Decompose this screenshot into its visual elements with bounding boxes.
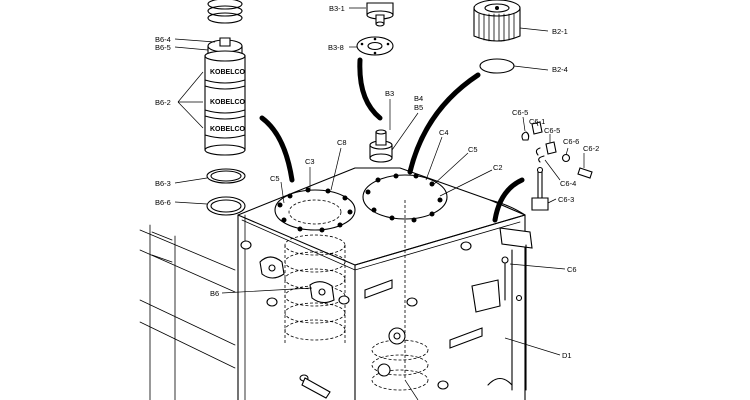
callout-c6-6: C6-6 (563, 137, 579, 146)
suction-strainer-b6 (284, 234, 346, 345)
callout-b3: B3 (385, 89, 394, 98)
callout-c6-3: C6-3 (558, 195, 574, 204)
callout-b3-8: B3-8 (328, 43, 344, 52)
callout-b6-2: B6-2 (155, 98, 171, 107)
callout-b6-5: B6-5 (155, 43, 171, 52)
strainer-element-b6-2 (204, 37, 246, 156)
brand-logo-text-3: KOBELCO (210, 126, 246, 133)
spring-b6-top (207, 0, 243, 24)
callout-c6-5-top: C6-5 (512, 108, 528, 117)
callout-leaders (174, 7, 585, 400)
side-fittings (240, 240, 513, 399)
return-filter-b2-1 (473, 0, 521, 42)
callout-c4: C4 (439, 128, 449, 137)
callout-b6-4: B6-4 (155, 35, 171, 44)
tank-cover-flange-c3 (274, 187, 356, 233)
brand-logo-text-1: KOBELCO (210, 69, 246, 76)
callout-b2-1: B2-1 (552, 27, 568, 36)
callout-b6: B6 (210, 289, 219, 298)
callout-d1: D1 (562, 351, 572, 360)
callout-c5-right: C5 (468, 145, 478, 154)
callout-c3: C3 (305, 157, 315, 166)
hydraulic-tank-body (237, 167, 526, 400)
callout-b2-4: B2-4 (552, 65, 568, 74)
callout-b6-3: B6-3 (155, 179, 171, 188)
ring-b6-6 (206, 196, 246, 216)
callout-b6-6: B6-6 (155, 198, 171, 207)
brand-logo-text-2: KOBELCO (210, 99, 246, 106)
breather-cap-b3-1 (366, 2, 394, 27)
breather-b3 (369, 129, 393, 163)
lower-strainer (371, 327, 429, 391)
machine-frame-outline (139, 224, 236, 400)
level-gauge-bracket-c6 (471, 227, 533, 391)
callout-b4: B4 (414, 94, 423, 103)
callout-c6-5-mid: C6-5 (544, 126, 560, 135)
ring-b6-3 (206, 168, 246, 184)
callout-labels: B3-1 B3-8 B2-1 B2-4 B6-4 B6-5 B6-2 B6-3 … (155, 4, 599, 360)
small-parts-c6 (521, 121, 593, 211)
callout-c6-1: C6-1 (529, 117, 545, 126)
callout-c6: C6 (567, 265, 577, 274)
callout-b5: B5 (414, 103, 423, 112)
callout-c6-4: C6-4 (560, 179, 576, 188)
callout-c2: C2 (493, 163, 503, 172)
callout-c8: C8 (337, 138, 347, 147)
o-ring-b2-4 (479, 58, 515, 74)
callout-b3-1: B3-1 (329, 4, 345, 13)
assembly-arrows (259, 57, 525, 223)
callout-c5-left: C5 (270, 174, 280, 183)
callout-c6-2: C6-2 (583, 144, 599, 153)
gasket-b3-8 (356, 36, 394, 56)
tank-cover-flange-c4 (362, 173, 448, 380)
